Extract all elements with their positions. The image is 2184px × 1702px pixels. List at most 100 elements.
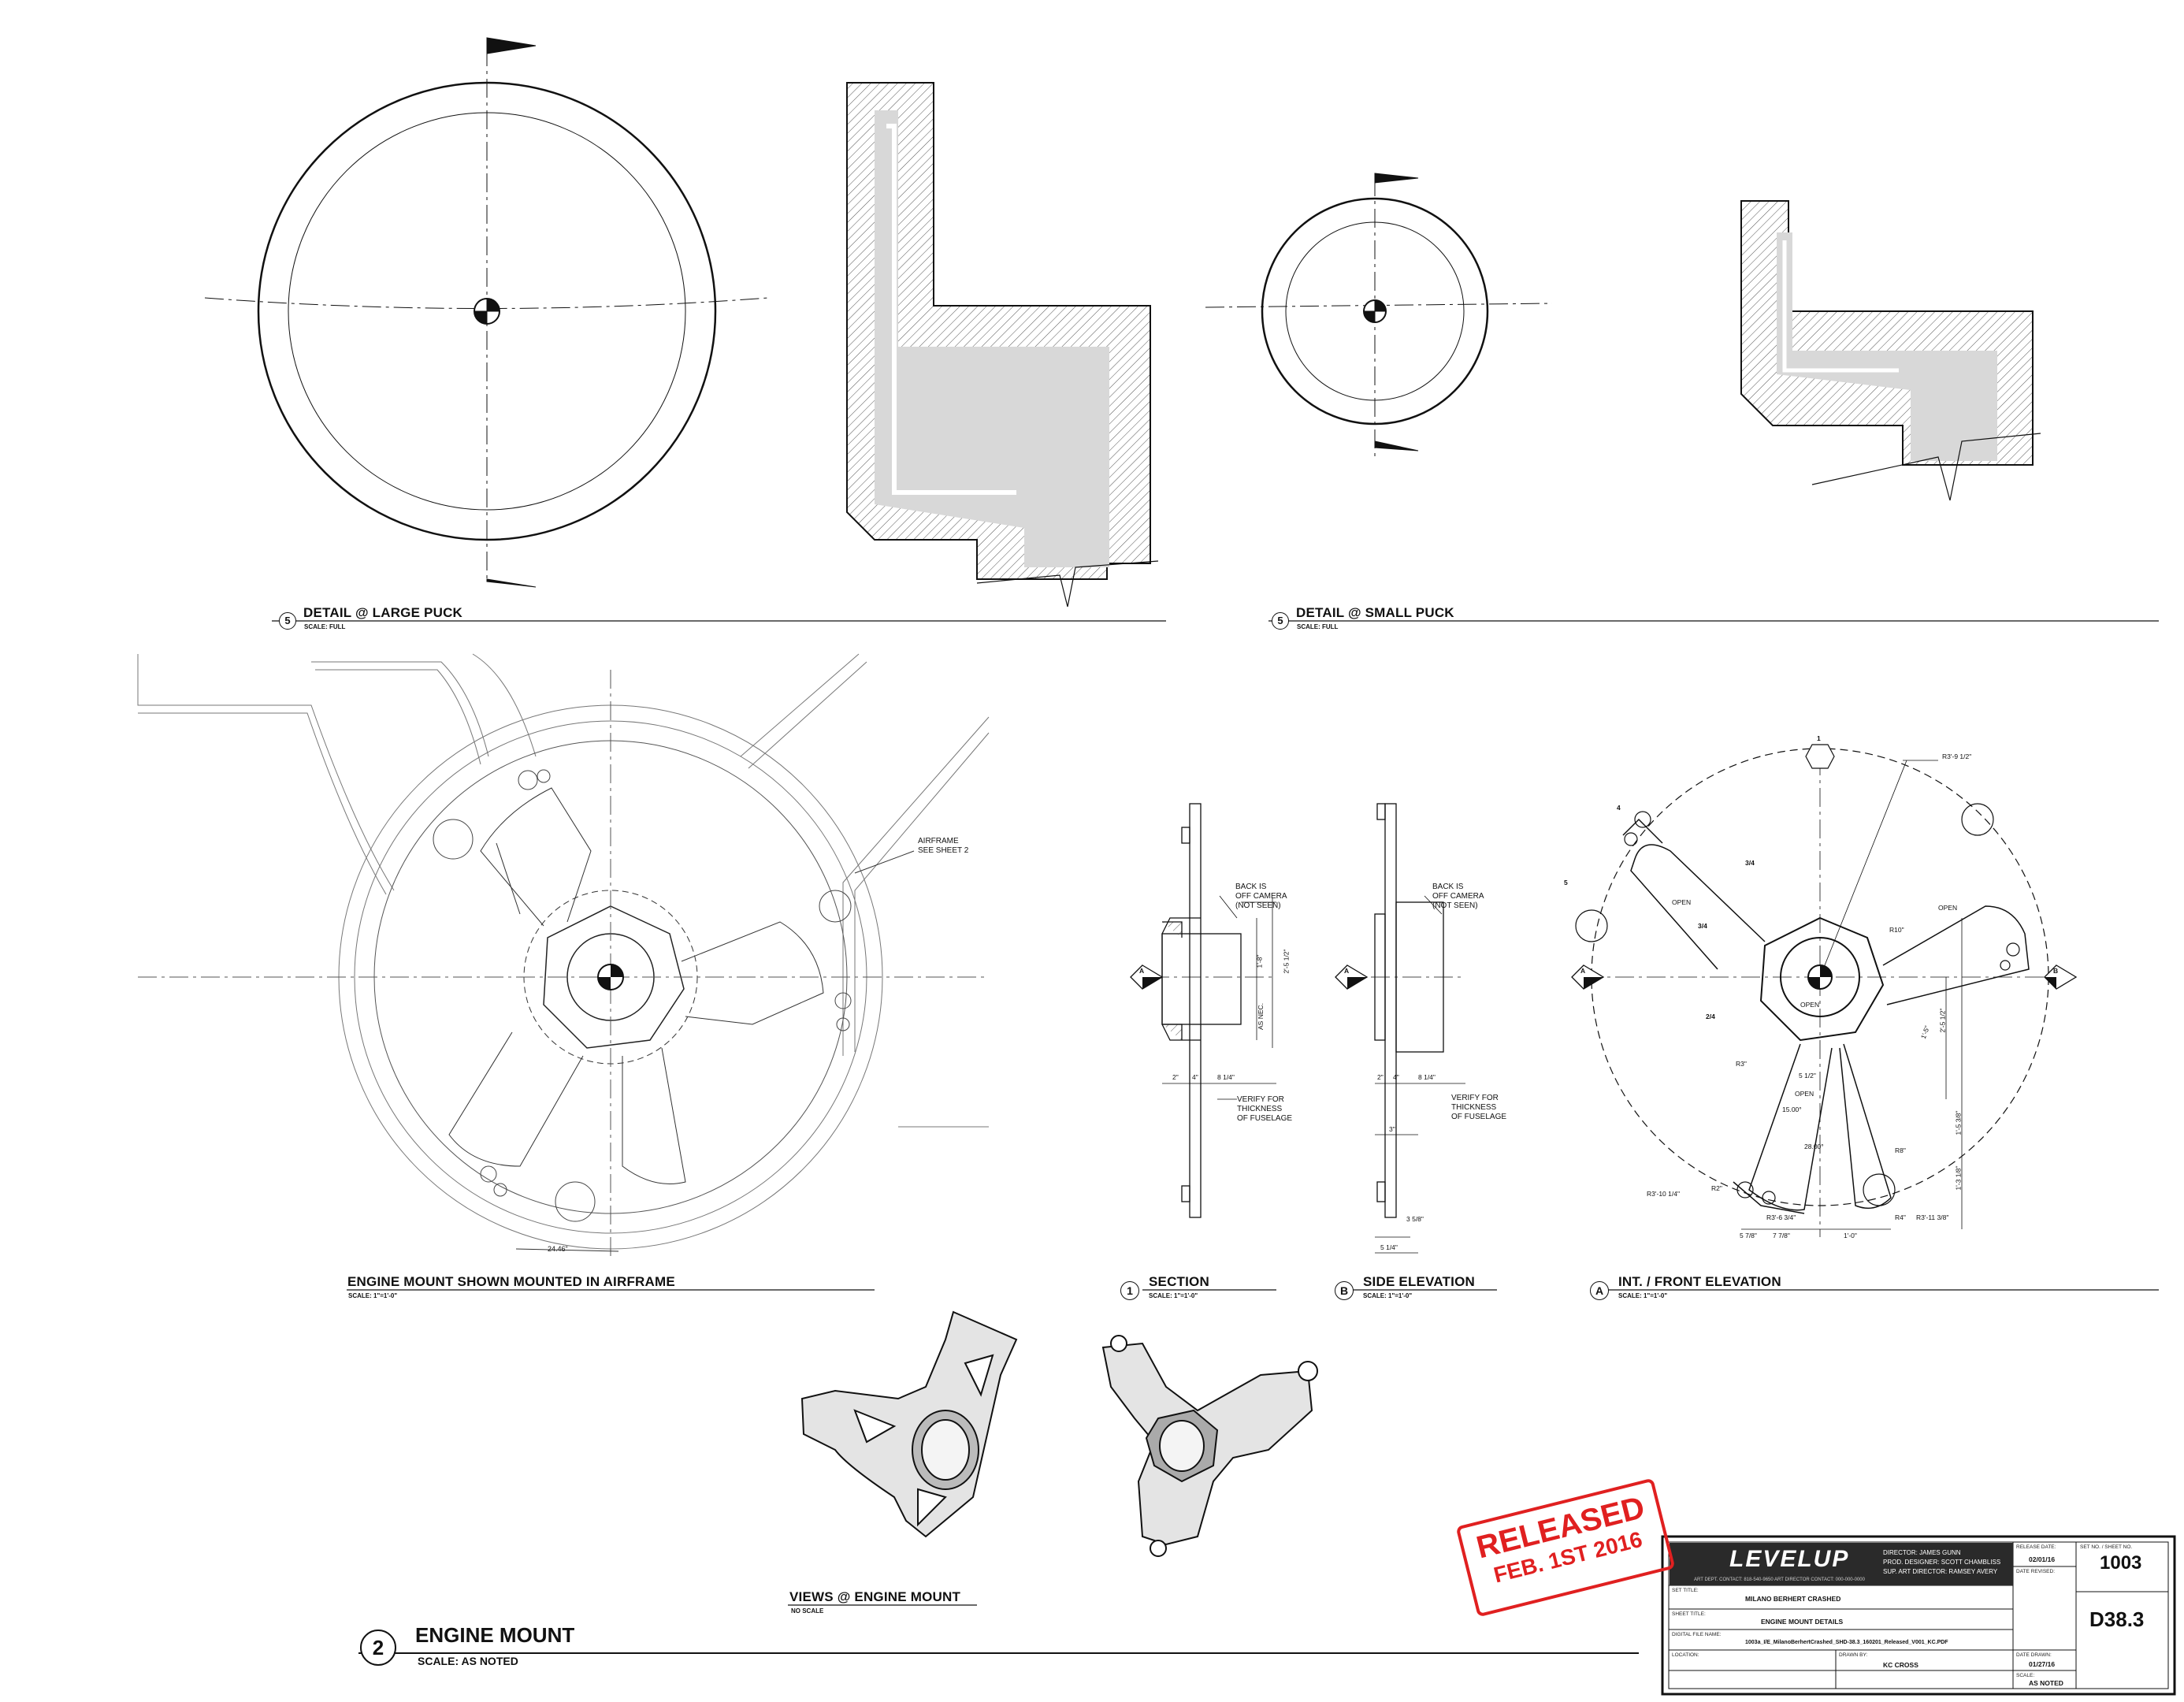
airframe-center-mark <box>597 964 624 990</box>
view-number-badge: A <box>1590 1281 1609 1300</box>
title-block-sup-art-director: SUP. ART DIRECTOR: RAMSEY AVERY <box>1883 1568 1998 1575</box>
section-back-note: BACK IS OFF CAMERA (NOT SEEN) <box>1235 883 1287 910</box>
airframe-dimension: 24.46" <box>548 1245 568 1253</box>
front-dim: R2" <box>1711 1184 1722 1192</box>
view-number-badge: 5 <box>279 612 296 630</box>
front-open-label: OPEN <box>1800 1001 1820 1009</box>
small-puck-detail <box>1205 173 1553 457</box>
airframe-title: ENGINE MOUNT SHOWN MOUNTED IN AIRFRAME <box>347 1274 675 1289</box>
side-dim: 4" <box>1393 1073 1399 1081</box>
release-date-label: RELEASE DATE: <box>2016 1544 2056 1550</box>
view-tag: 4 <box>1617 804 1621 812</box>
large-puck-detail <box>204 37 769 588</box>
view-tag: 3/4 <box>1698 922 1707 930</box>
front-center-mark <box>1807 964 1833 990</box>
airframe-note: AIRFRAME SEE SHEET 2 <box>918 837 969 855</box>
section-title: SECTION <box>1149 1274 1209 1289</box>
mount-3d-view-right <box>1101 1335 1318 1557</box>
drawn-by-label: DRAWN BY: <box>1839 1652 1868 1658</box>
front-open-label: OPEN <box>1672 898 1692 906</box>
set-title: MILANO BERHERT CRASHED <box>1745 1595 1841 1603</box>
front-open-label: OPEN <box>1938 904 1958 912</box>
set-no-label: SET NO. / SHEET NO. <box>2080 1544 2133 1550</box>
front-dim: R3'-10 1/4" <box>1647 1190 1680 1198</box>
side-dim: 8 1/4" <box>1418 1073 1436 1081</box>
side-dim: 5 1/4" <box>1380 1243 1398 1251</box>
front-dim: R10" <box>1889 926 1904 934</box>
drawn-by: KC CROSS <box>1883 1661 1918 1669</box>
side-elevation-view <box>1339 803 1465 1254</box>
title-block-director: DIRECTOR: JAMES GUNN <box>1883 1549 1961 1556</box>
front-dim: R3'-11 3/8" <box>1916 1213 1949 1221</box>
section-dim: 8 1/4" <box>1217 1073 1235 1081</box>
section-marker-a-label: A <box>1580 967 1586 975</box>
front-dim: 1'-3 1/8" <box>1954 1165 1963 1191</box>
section-view <box>1150 803 1276 1218</box>
front-dim: 5 7/8" <box>1740 1232 1757 1239</box>
small-puck-profile <box>1740 200 2041 501</box>
large-puck-scale: SCALE: FULL <box>304 623 346 630</box>
side-elevation-scale: SCALE: 1"=1'-0" <box>1363 1292 1413 1299</box>
date-drawn: 01/27/16 <box>2029 1660 2056 1668</box>
file-name-label: DIGITAL FILE NAME: <box>1672 1632 1722 1637</box>
front-dim: R4" <box>1895 1213 1906 1221</box>
title-block-art-dept: ART DEPT. CONTACT: 818-540-9650 ART DIRE… <box>1694 1578 1865 1582</box>
section-scale: SCALE: 1"=1'-0" <box>1149 1292 1198 1299</box>
section-dim: 4" <box>1192 1073 1198 1081</box>
file-name: 1003a_I/E_MilanoBerhertCrashed_SHD-38.3_… <box>1745 1640 1948 1645</box>
front-open-label: OPEN <box>1795 1090 1814 1098</box>
section-marker-a-label: A <box>1139 967 1145 975</box>
airframe-view <box>137 653 990 1261</box>
section-mark-a-side <box>1335 964 1369 990</box>
front-dim: 1'-5 3/8" <box>1954 1110 1963 1135</box>
views-engine-mount-scale: NO SCALE <box>791 1607 824 1615</box>
view-number-badge: 5 <box>1272 612 1289 630</box>
front-dim: R8" <box>1895 1146 1906 1154</box>
front-elevation-view <box>1575 748 2056 1237</box>
section-marker-b-label: B <box>2053 967 2059 975</box>
small-puck-title: DETAIL @ SMALL PUCK <box>1296 605 1454 620</box>
large-puck-title: DETAIL @ LARGE PUCK <box>303 605 463 620</box>
date-revised-label: DATE REVISED: <box>2016 1569 2056 1574</box>
front-dim: R3" <box>1736 1060 1747 1068</box>
title-block-logo-band <box>1670 1543 2013 1585</box>
view-tag: 5 <box>1564 879 1568 886</box>
front-dim: R3'-9 1/2" <box>1942 753 1972 760</box>
main-scale: SCALE: AS NOTED <box>418 1655 518 1667</box>
section-dim: 2" <box>1172 1073 1179 1081</box>
view-number-badge: B <box>1335 1281 1354 1300</box>
large-puck-profile <box>846 82 1159 608</box>
side-dim: 2" <box>1377 1073 1384 1081</box>
set-number: 1003 <box>2100 1552 2142 1574</box>
scale-value: AS NOTED <box>2029 1679 2063 1687</box>
sheet-number: D38.3 <box>2089 1607 2145 1631</box>
section-dim: 1'-8" <box>1255 954 1264 968</box>
front-dim: 7 7/8" <box>1773 1232 1790 1239</box>
views-engine-mount-title: VIEWS @ ENGINE MOUNT <box>789 1589 961 1604</box>
section-mark-a <box>1130 964 1164 990</box>
section-dim: AS NEC. <box>1257 1002 1265 1031</box>
view-tag: 3/4 <box>1745 859 1755 867</box>
front-dim: 1'-0" <box>1844 1232 1857 1239</box>
section-verify-note: VERIFY FOR THICKNESS OF FUSELAGE <box>1237 1095 1293 1123</box>
mount-3d-view-left <box>800 1310 1018 1538</box>
section-marker-label: 1 <box>1817 734 1821 742</box>
section-dim: 2'-5 1/2" <box>1282 949 1291 974</box>
scale-label: SCALE: <box>2016 1673 2035 1678</box>
side-dim: 3" <box>1389 1125 1395 1133</box>
front-elevation-scale: SCALE: 1"=1'-0" <box>1618 1292 1668 1299</box>
front-dim: 15.00° <box>1782 1106 1802 1113</box>
small-puck-scale: SCALE: FULL <box>1297 623 1339 630</box>
sheet-title: ENGINE MOUNT DETAILS <box>1761 1618 1844 1626</box>
front-dim: 28.00° <box>1804 1143 1824 1150</box>
main-title: ENGINE MOUNT <box>415 1623 575 1647</box>
front-elevation-title: INT. / FRONT ELEVATION <box>1618 1274 1781 1289</box>
front-section-marks <box>1571 744 2078 990</box>
release-date: 02/01/16 <box>2029 1555 2056 1563</box>
side-dim: 3 5/8" <box>1406 1215 1424 1223</box>
date-drawn-label: DATE DRAWN: <box>2016 1652 2052 1658</box>
side-elevation-title: SIDE ELEVATION <box>1363 1274 1475 1289</box>
side-verify-note: VERIFY FOR THICKNESS OF FUSELAGE <box>1451 1094 1507 1121</box>
set-title-label: SET TITLE: <box>1672 1588 1699 1593</box>
